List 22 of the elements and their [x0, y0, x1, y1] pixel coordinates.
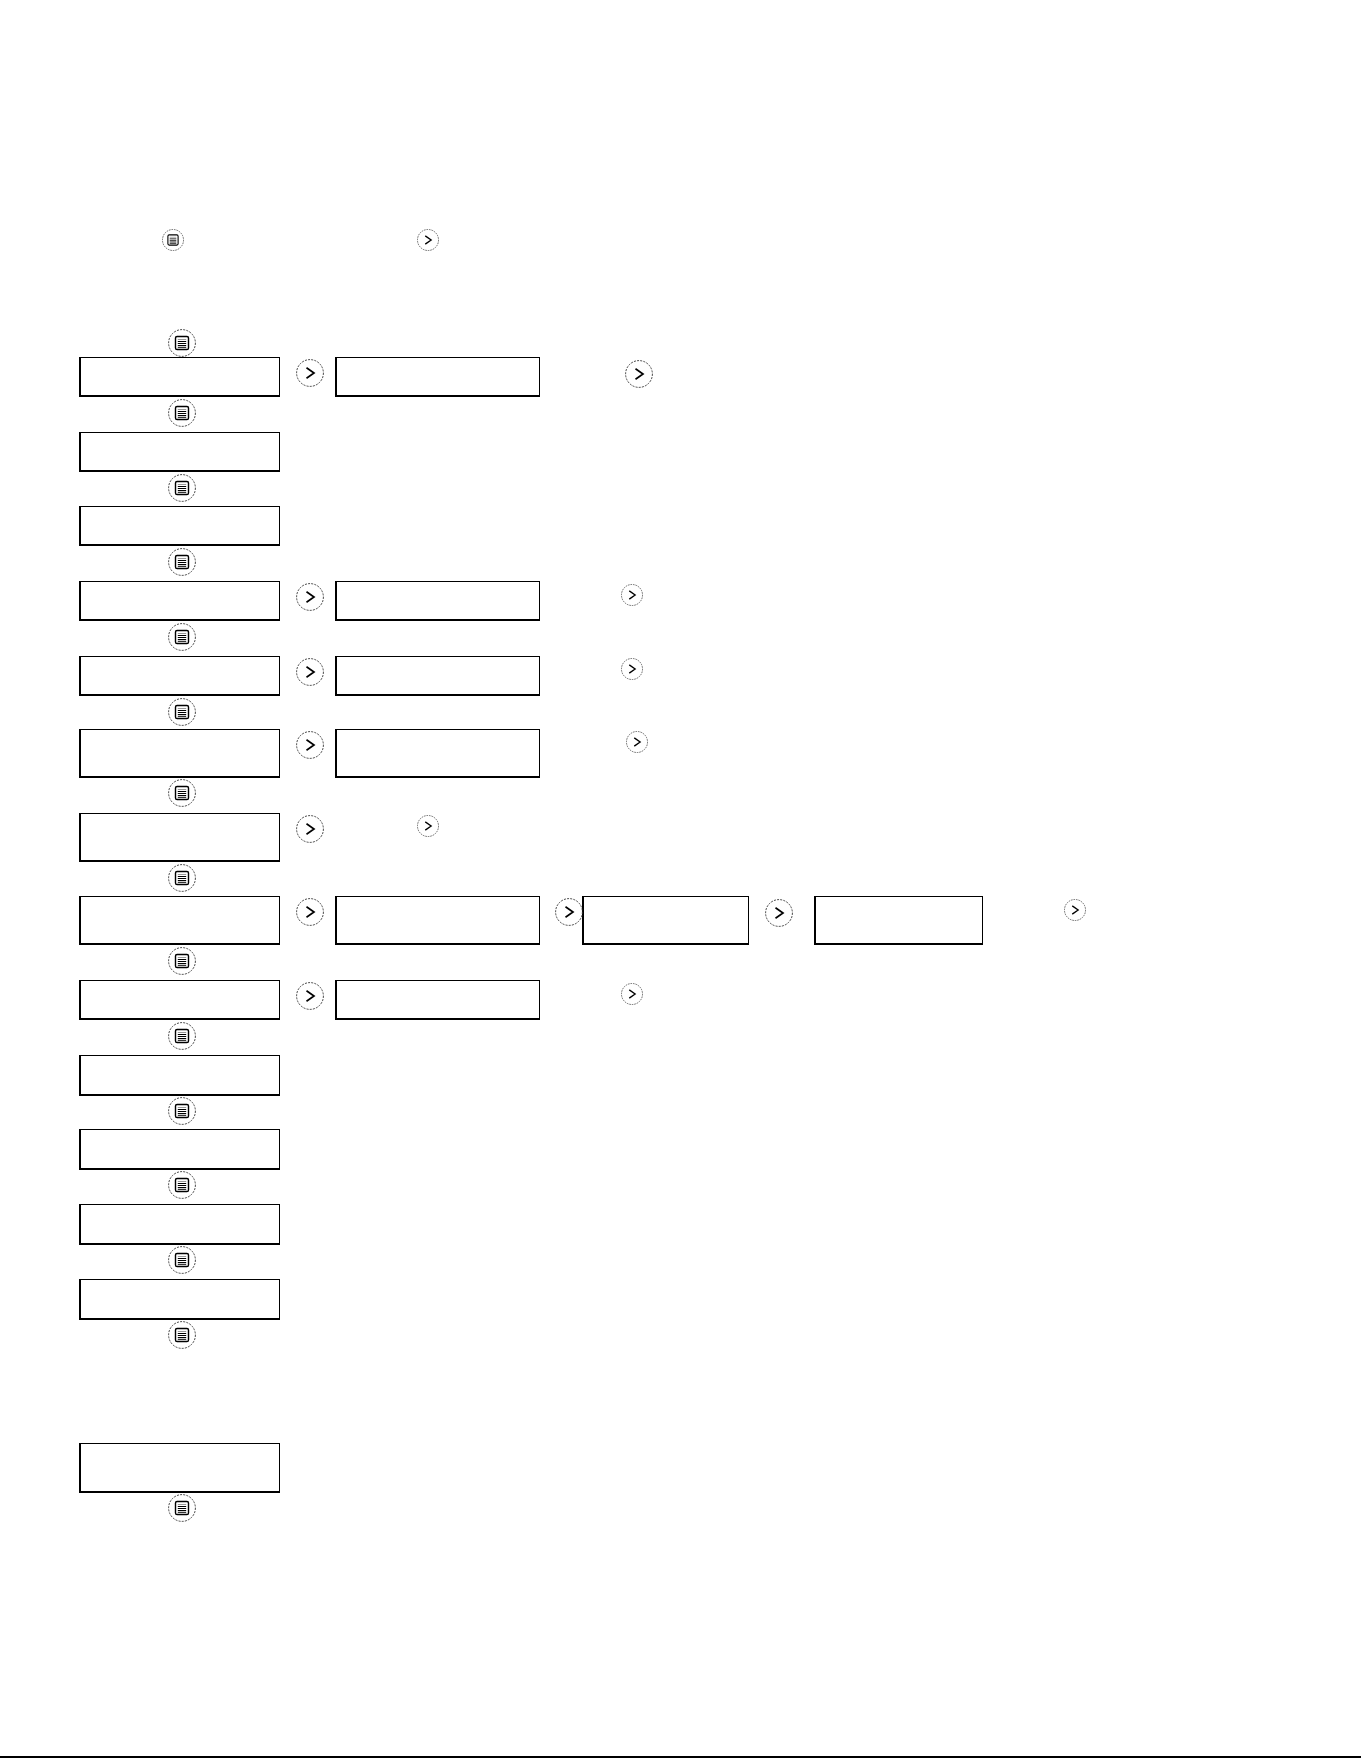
- empty-box: [79, 432, 280, 472]
- empty-box: [79, 581, 280, 621]
- empty-box: [335, 357, 540, 397]
- empty-box: [79, 813, 280, 862]
- empty-box: [79, 1279, 280, 1320]
- empty-box: [79, 656, 280, 696]
- empty-box: [335, 581, 540, 621]
- empty-box: [79, 1129, 280, 1170]
- empty-box: [79, 357, 280, 397]
- empty-box: [79, 506, 280, 546]
- empty-box: [79, 896, 280, 945]
- empty-box: [582, 896, 749, 945]
- empty-box: [814, 896, 983, 945]
- empty-box: [335, 729, 540, 778]
- empty-box: [335, 980, 540, 1020]
- empty-box: [335, 656, 540, 696]
- empty-box: [79, 980, 280, 1020]
- empty-box: [335, 896, 540, 945]
- empty-box: [79, 729, 280, 778]
- empty-box: [79, 1443, 280, 1493]
- empty-box: [79, 1204, 280, 1245]
- empty-box: [79, 1055, 280, 1096]
